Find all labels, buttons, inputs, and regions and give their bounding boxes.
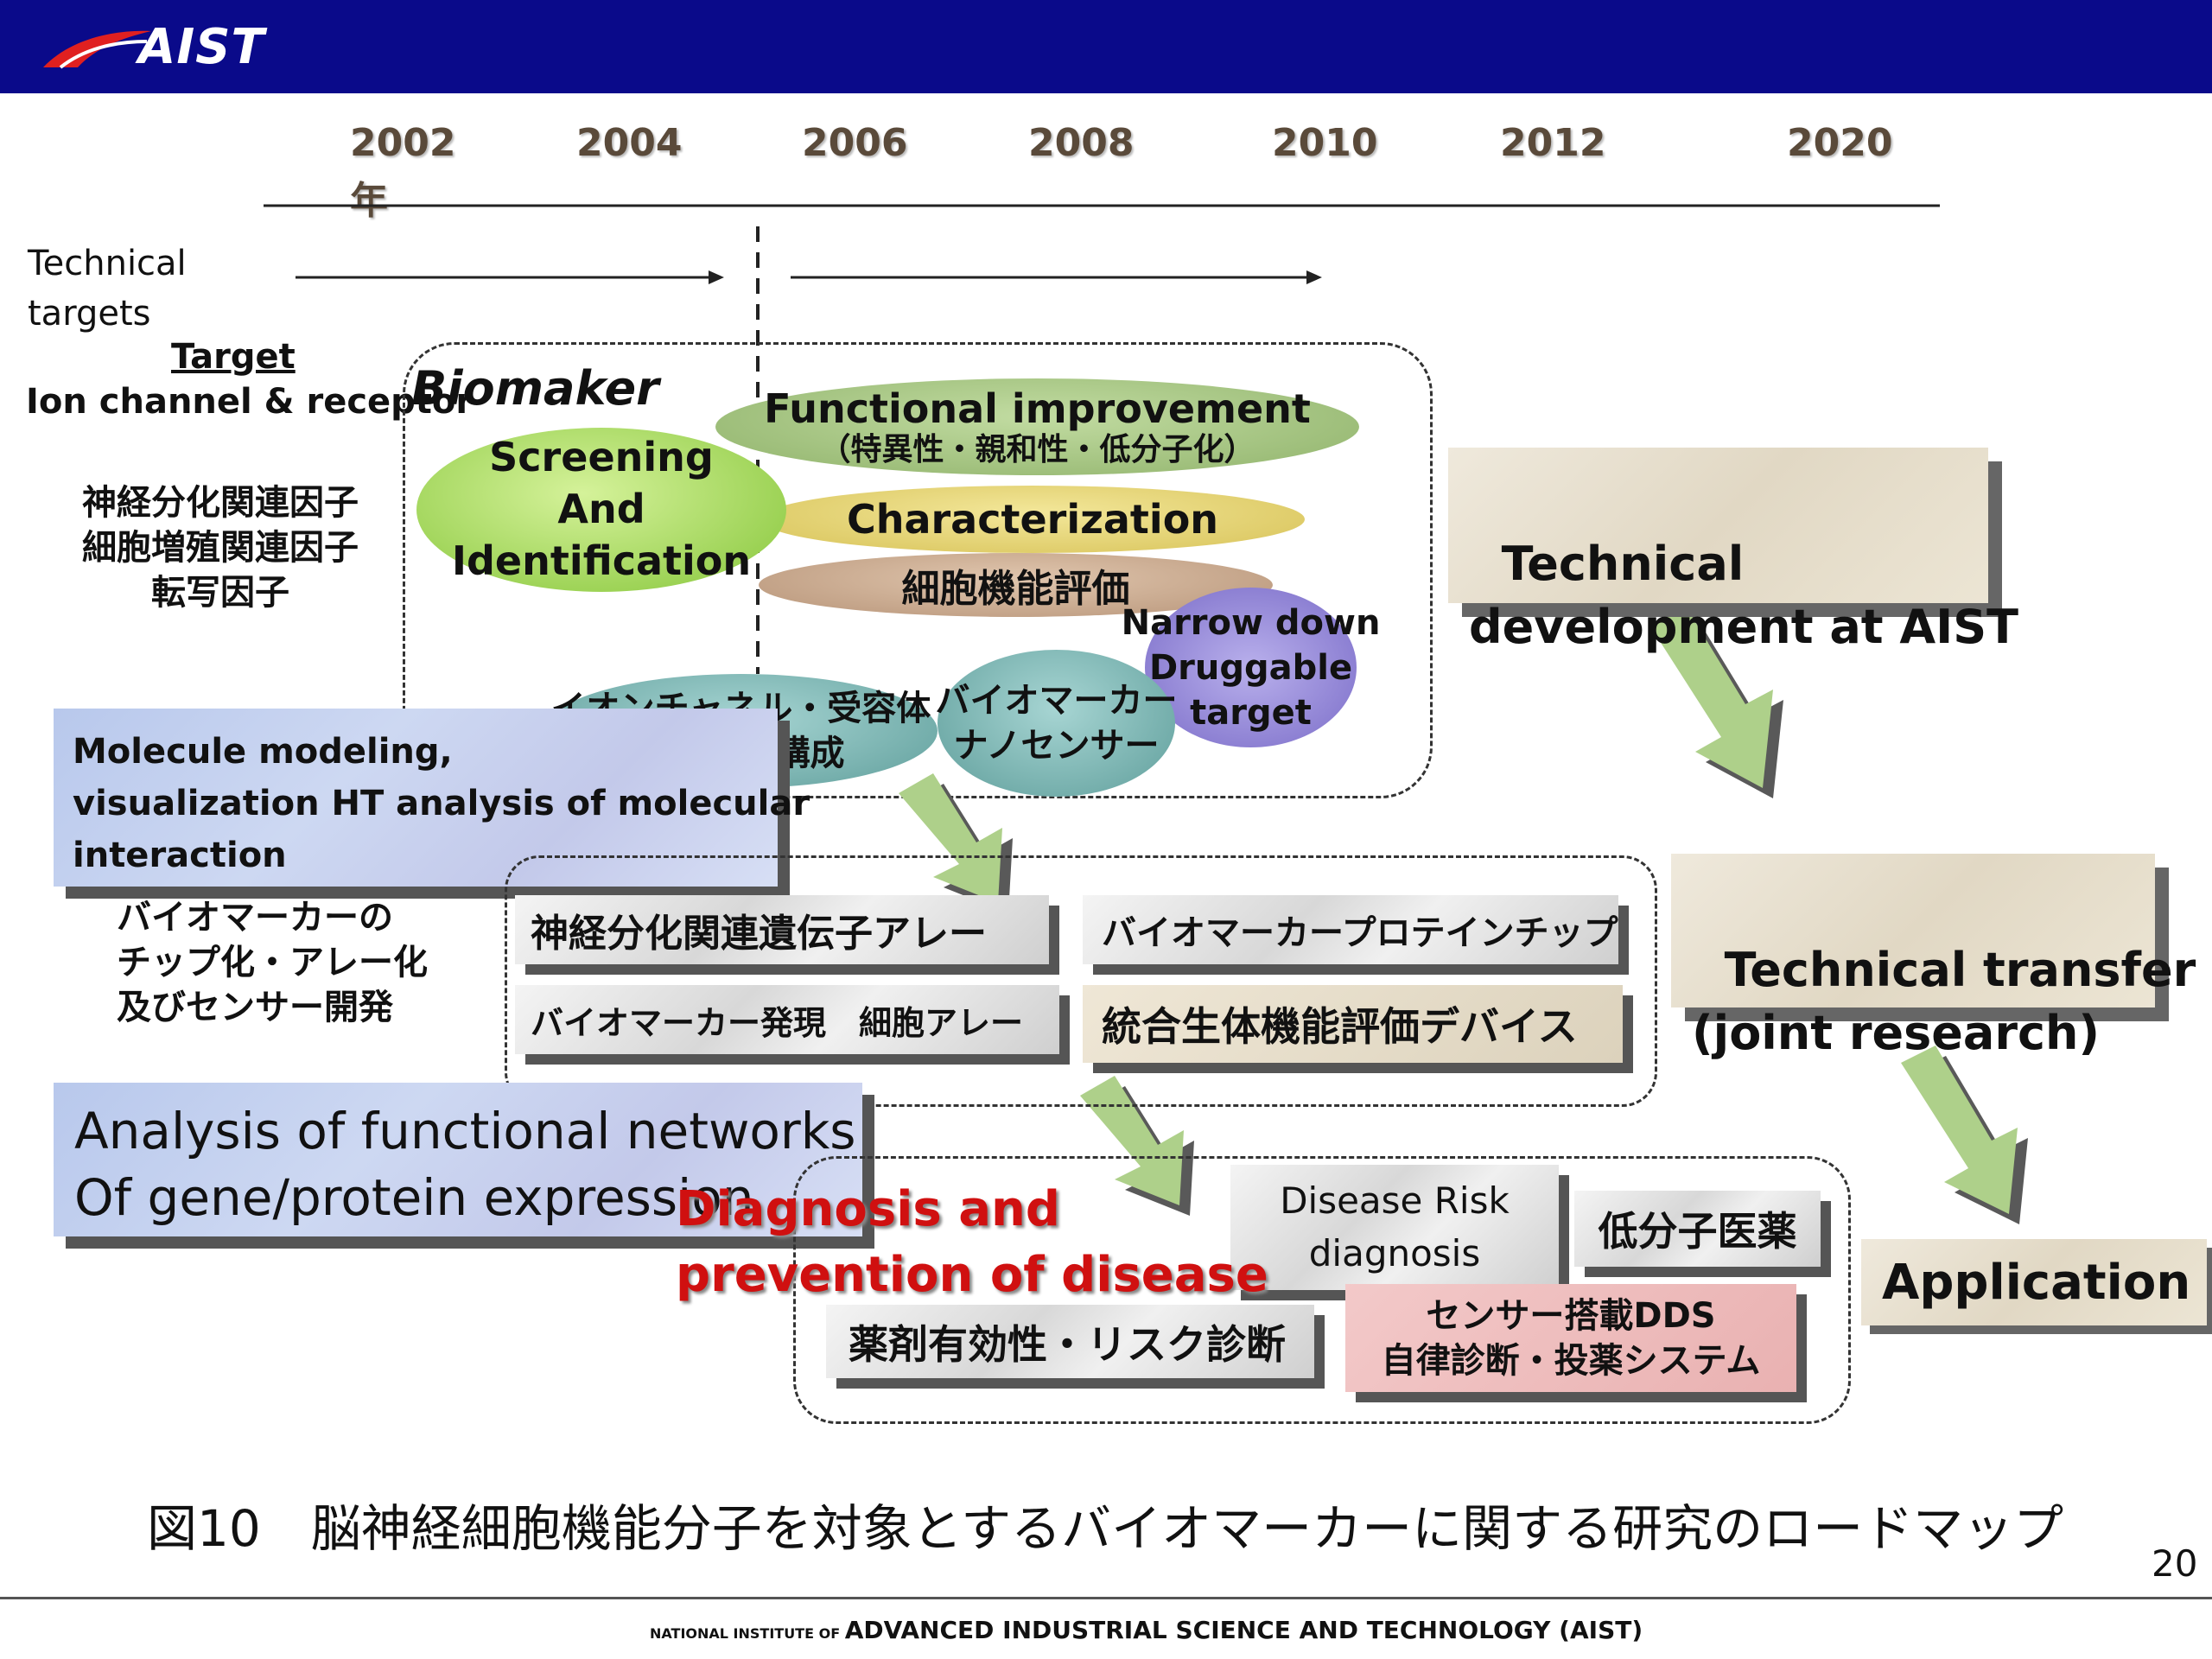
target-heading: Target (171, 337, 296, 377)
ion-channel-label: Ion channel & receptor (26, 382, 474, 422)
footer-large: ADVANCED INDUSTRIAL SCIENCE AND TECHNOLO… (844, 1616, 1643, 1644)
technical-targets-label: Technical targets (28, 244, 187, 334)
factors-label: 神経分化関連因子 細胞増殖関連因子 転写因子 (82, 483, 359, 613)
biomarker-title: Biomaker (411, 361, 659, 416)
narrow-down-label: Narrow down Druggable target (1121, 602, 1381, 733)
dds-box: センサー搭載DDS 自律診断・投薬システム (1345, 1284, 1796, 1392)
analysis-networks-text: Analysis of functional networks Of gene/… (74, 1102, 856, 1228)
footer-divider (0, 1597, 2212, 1599)
year-label: 2012 (1500, 121, 1606, 165)
neural-array-box: 神経分化関連遺伝子アレー (515, 895, 1049, 964)
small-molecule-label: 低分子医薬 (1598, 1208, 1797, 1255)
green-arrow-icon (1650, 605, 1783, 798)
year-label: 2008 (1028, 121, 1135, 165)
cell-array-label: バイオマーカー発現 細胞アレー (531, 1003, 1024, 1042)
screening-ellipse: Screening And Identification (416, 428, 786, 592)
characterization-ellipse: Characterization (760, 486, 1305, 553)
green-arrow-icon (1901, 1046, 2028, 1224)
functional-improvement-sub: （特異性・親和性・低分子化） (819, 431, 1255, 467)
drug-efficacy-label: 薬剤有効性・リスク診断 (849, 1320, 1286, 1368)
year-label: 2004 (576, 121, 683, 165)
year-label: 2006 (802, 121, 908, 165)
chip-region (505, 855, 1657, 1107)
narrow-down-ellipse: Narrow down Druggable target (1122, 588, 1380, 747)
tech-dev-box: Technical development at AIST (1448, 448, 2018, 654)
neural-array-label: 神経分化関連遺伝子アレー (531, 912, 987, 956)
protein-chip-box: バイオマーカープロテインチップ (1083, 895, 1618, 964)
tech-dev-label: Technical development at AIST (1469, 536, 2018, 654)
year-suffix: 年 (350, 179, 388, 223)
functional-improvement-label: Functional improvement (764, 385, 1311, 432)
application-box: Application (1861, 1239, 2207, 1325)
dds-label: センサー搭載DDS 自律診断・投薬システム (1381, 1295, 1761, 1381)
cell-eval-label: 細胞機能評価 (901, 567, 1130, 611)
footer-text: NATIONAL INSTITUTE OF ADVANCED INDUSTRIA… (650, 1616, 1643, 1644)
tech-transfer-box: Technical transfer (joint research) (1671, 854, 2196, 1060)
year-label: 2020 (1787, 121, 1893, 165)
footer-small: NATIONAL INSTITUTE OF (650, 1625, 841, 1642)
small-molecule-box: 低分子医薬 (1574, 1191, 1821, 1267)
aist-logo-icon (43, 30, 151, 69)
green-arrow-icon (899, 773, 1013, 913)
analysis-networks-box: Analysis of functional networks Of gene/… (54, 1083, 862, 1236)
screening-label: Screening And Identification (451, 434, 752, 584)
disease-risk-box: Disease Risk diagnosis (1230, 1165, 1559, 1290)
drug-efficacy-box: 薬剤有効性・リスク診断 (826, 1305, 1314, 1378)
header-bar (0, 0, 2212, 93)
molecule-modeling-text: Molecule modeling, visualization HT anal… (73, 732, 810, 875)
molecule-modeling-box: Molecule modeling, visualization HT anal… (54, 709, 810, 887)
nano-sensor-ellipse: バイオマーカー ナノセンサー (935, 650, 1178, 797)
application-label: Application (1882, 1254, 2191, 1311)
diagnosis-region (793, 1156, 1851, 1424)
cell-eval-ellipse: 細胞機能評価 (759, 553, 1273, 617)
protein-chip-label: バイオマーカープロテインチップ (1102, 913, 1618, 953)
diagnosis-title: Diagnosis and prevention of disease (676, 1181, 1268, 1303)
nano-sensor-label: バイオマーカー ナノセンサー (935, 681, 1178, 766)
integrated-device-box: 統合生体機能評価デバイス (1083, 985, 1623, 1063)
figure-caption: 図10 脳神経細胞機能分子を対象とするバイオマーカーに関する研究のロードマップ (147, 1499, 2064, 1558)
integrated-device-label: 統合生体機能評価デバイス (1102, 1003, 1578, 1050)
year-label: 2002 (350, 121, 456, 165)
year-label: 2010 (1272, 121, 1378, 165)
green-arrow-icon (1080, 1076, 1194, 1216)
tech-transfer-label: Technical transfer (joint research) (1692, 942, 2196, 1060)
characterization-label: Characterization (846, 496, 1219, 543)
disease-risk-label: Disease Risk diagnosis (1280, 1179, 1510, 1274)
cell-array-box: バイオマーカー発現 細胞アレー (515, 985, 1059, 1054)
chip-dev-label: バイオマーカーの チップ化・アレー化 及びセンサー開発 (117, 898, 428, 1027)
page-number: 20 (2152, 1542, 2198, 1585)
logo-text: AIST (138, 19, 265, 75)
functional-improvement-ellipse: Functional improvement （特異性・親和性・低分子化） (715, 378, 1359, 475)
